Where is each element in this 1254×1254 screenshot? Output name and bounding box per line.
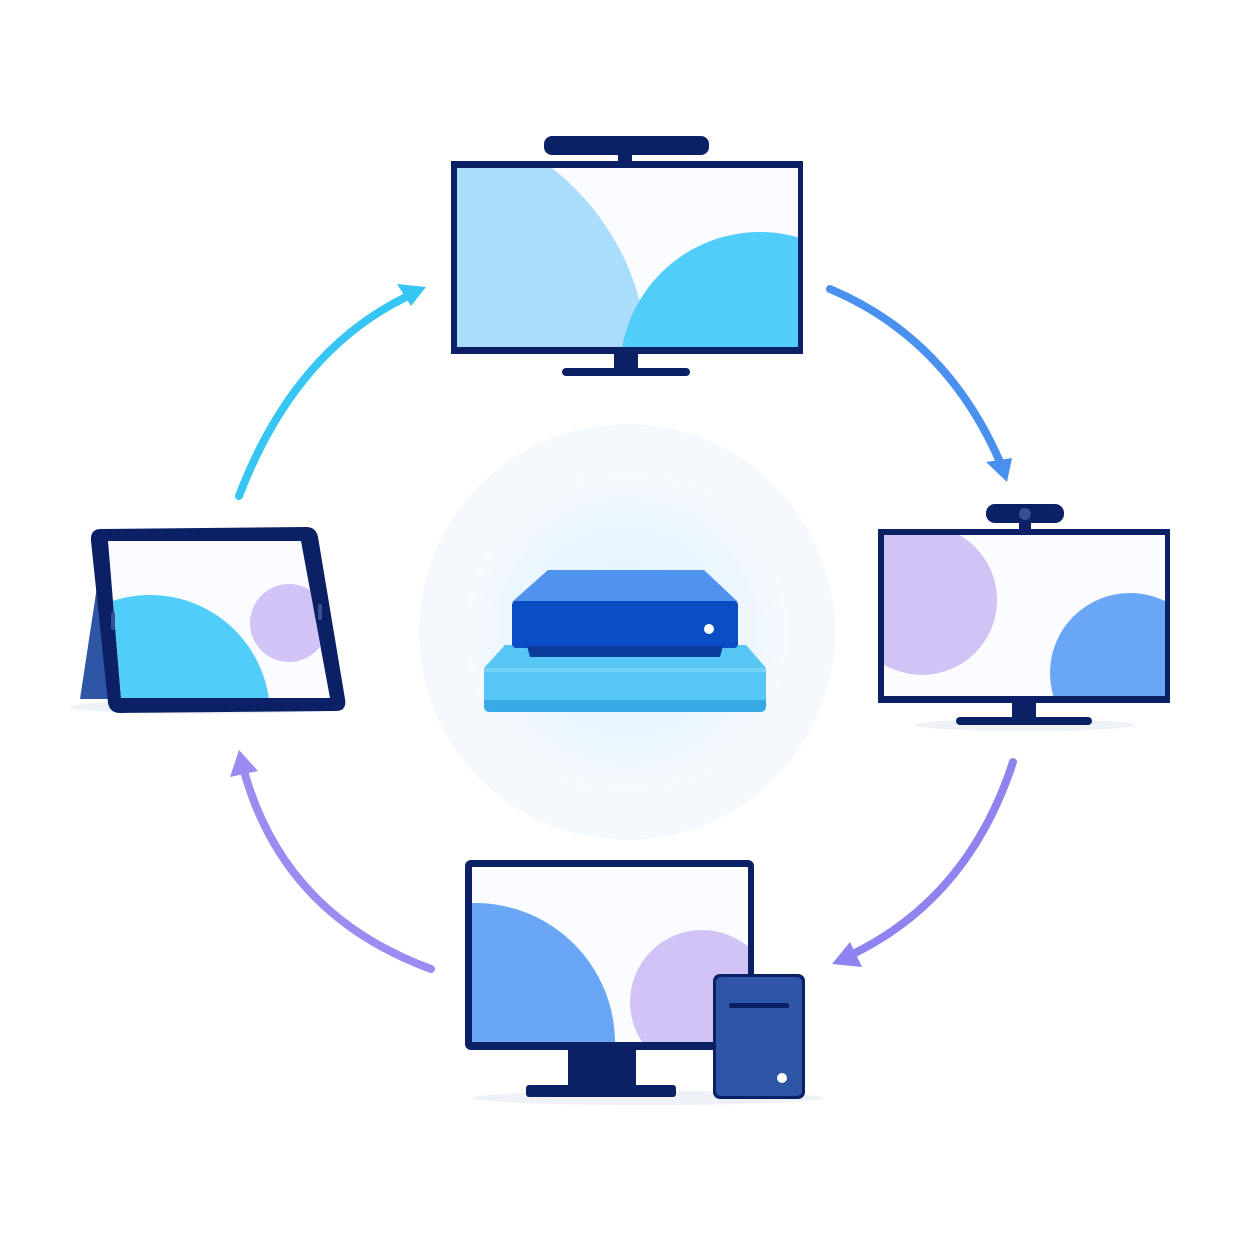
monitor-with-webcam-icon: [878, 504, 1170, 731]
flow-arrows: [230, 284, 1017, 973]
hub-device-icon: [484, 570, 766, 712]
tablet-with-stand-icon: [70, 527, 346, 714]
arrow-desktop-to-tablet: [230, 750, 435, 973]
arrow-tv-to-monitor: [826, 285, 1012, 482]
arrow-tablet-to-tv: [235, 284, 426, 500]
desktop-monitor-with-tower-icon: [465, 860, 823, 1105]
pc-tower-icon: [713, 974, 805, 1099]
tv-with-soundbar-icon: [451, 136, 803, 376]
arrow-monitor-to-desktop: [832, 758, 1017, 967]
